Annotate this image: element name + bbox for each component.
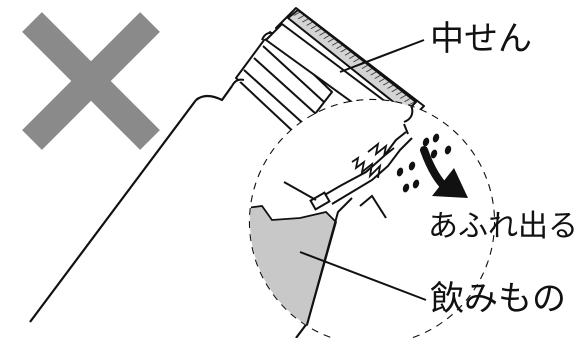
x-mark-stroke-2 [22, 12, 160, 150]
droplets [396, 133, 452, 193]
overflow-label: あふれ出る [428, 209, 576, 244]
leader-drink [299, 251, 427, 301]
stopper-label: 中せん [430, 19, 532, 59]
stopper-cap [265, 7, 425, 135]
x-mark-icon [22, 12, 160, 150]
curved-arrow-icon [420, 146, 468, 198]
leader-lines [299, 39, 427, 301]
leader-stopper [339, 39, 425, 73]
drink-label: 飲みもの [430, 279, 566, 319]
